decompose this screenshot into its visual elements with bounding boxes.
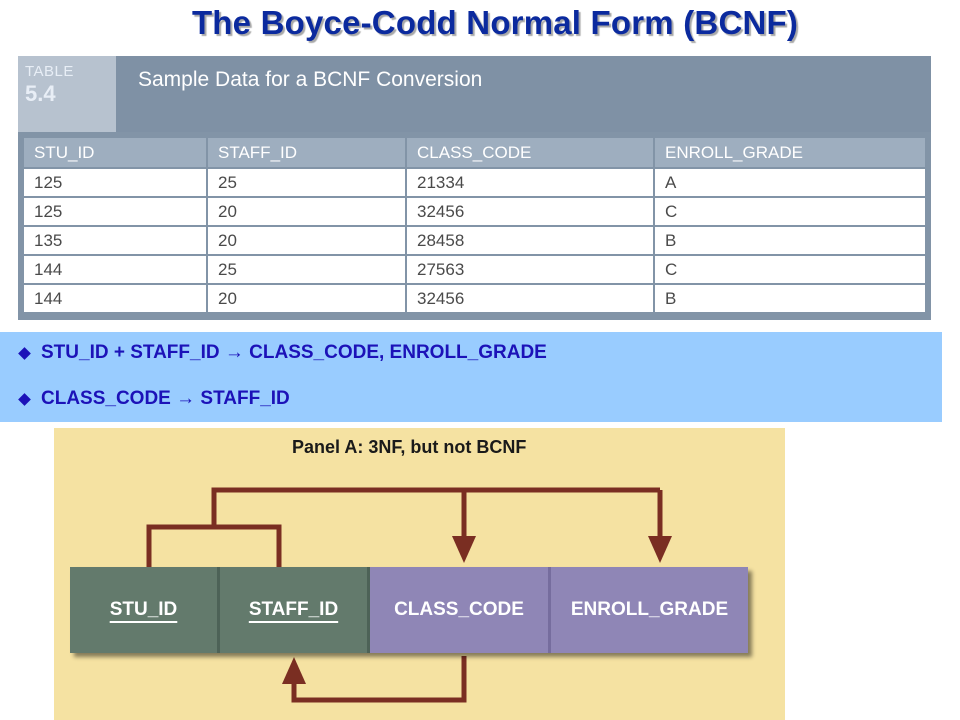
- table-cell: 135: [22, 225, 208, 256]
- table-cell: C: [653, 254, 927, 285]
- table-header-row: STU_ID STAFF_ID CLASS_CODE ENROLL_GRADE: [22, 136, 927, 169]
- dependency-text: CLASS_CODE → STAFF_ID: [41, 388, 290, 409]
- dependency-item: CLASS_CODE → STAFF_ID: [18, 388, 290, 410]
- table-cell: 28458: [405, 225, 655, 256]
- table-row: 144 20 32456 B: [22, 283, 927, 314]
- column-header: ENROLL_GRADE: [653, 136, 927, 169]
- table-caption-bar: [116, 56, 931, 132]
- attribute-stu-id: STU_ID: [70, 567, 220, 653]
- table-cell: 125: [22, 196, 208, 227]
- column-header: STAFF_ID: [206, 136, 407, 169]
- table-cell: 20: [206, 225, 407, 256]
- table-cell: 20: [206, 283, 407, 314]
- determinant-line: [214, 524, 282, 567]
- dependency-item: STU_ID + STAFF_ID → CLASS_CODE, ENROLL_G…: [18, 342, 547, 364]
- column-header: STU_ID: [22, 136, 208, 169]
- diamond-bullet-icon: [18, 346, 31, 360]
- sample-data-table: STU_ID STAFF_ID CLASS_CODE ENROLL_GRADE …: [22, 136, 927, 314]
- table-label-word: TABLE: [25, 63, 74, 80]
- table-cell: B: [653, 283, 927, 314]
- dependency-arrows: [146, 487, 672, 703]
- table-figure: TABLE 5.4 Sample Data for a BCNF Convers…: [18, 56, 931, 320]
- table-cell: 144: [22, 254, 208, 285]
- dependency-diagram-panel: Panel A: 3NF, but not BCNF STU_ID STAFF_…: [54, 428, 785, 720]
- attribute-label: STAFF_ID: [248, 599, 339, 620]
- table-caption: Sample Data for a BCNF Conversion: [138, 68, 483, 91]
- panel-title: Panel A: 3NF, but not BCNF: [292, 437, 527, 457]
- slide-title: The Boyce-Codd Normal Form (BCNF): [191, 4, 799, 41]
- table-cell: 21334: [405, 167, 655, 198]
- arrowhead-icon: [282, 657, 306, 684]
- table-label-box: [18, 56, 116, 132]
- attribute-label: CLASS_CODE: [394, 599, 524, 620]
- table-cell: 27563: [405, 254, 655, 285]
- table-row: 125 25 21334 A: [22, 167, 927, 198]
- attribute-row: STU_ID STAFF_ID CLASS_CODE ENROLL_GRADE: [70, 567, 748, 653]
- table-label: TABLE 5.4: [25, 63, 74, 107]
- table-cell: 125: [22, 167, 208, 198]
- table-cell: 32456: [405, 283, 655, 314]
- attribute-staff-id: STAFF_ID: [220, 567, 370, 653]
- arrowhead-icon: [452, 536, 476, 563]
- table-cell: 32456: [405, 196, 655, 227]
- table-cell: A: [653, 167, 927, 198]
- attribute-class-code: CLASS_CODE: [370, 567, 551, 653]
- table-cell: 25: [206, 254, 407, 285]
- dependency-box: STU_ID + STAFF_ID → CLASS_CODE, ENROLL_G…: [0, 332, 942, 422]
- attribute-enroll-grade: ENROLL_GRADE: [551, 567, 748, 653]
- table-cell: C: [653, 196, 927, 227]
- table-row: 135 20 28458 B: [22, 225, 927, 256]
- attribute-label: STU_ID: [109, 599, 178, 620]
- table-row: 144 25 27563 C: [22, 254, 927, 285]
- diamond-bullet-icon: [18, 392, 31, 406]
- table-label-number: 5.4: [25, 81, 56, 106]
- table-cell: 25: [206, 167, 407, 198]
- column-header: CLASS_CODE: [405, 136, 655, 169]
- table-row: 125 20 32456 C: [22, 196, 927, 227]
- table-cell: B: [653, 225, 927, 256]
- attribute-label: ENROLL_GRADE: [570, 599, 729, 620]
- table-cell: 20: [206, 196, 407, 227]
- table-cell: 144: [22, 283, 208, 314]
- arrowhead-icon: [648, 536, 672, 563]
- dependency-text: STU_ID + STAFF_ID → CLASS_CODE, ENROLL_G…: [41, 342, 547, 363]
- arrow-class-code-to-staff-id: [291, 656, 467, 703]
